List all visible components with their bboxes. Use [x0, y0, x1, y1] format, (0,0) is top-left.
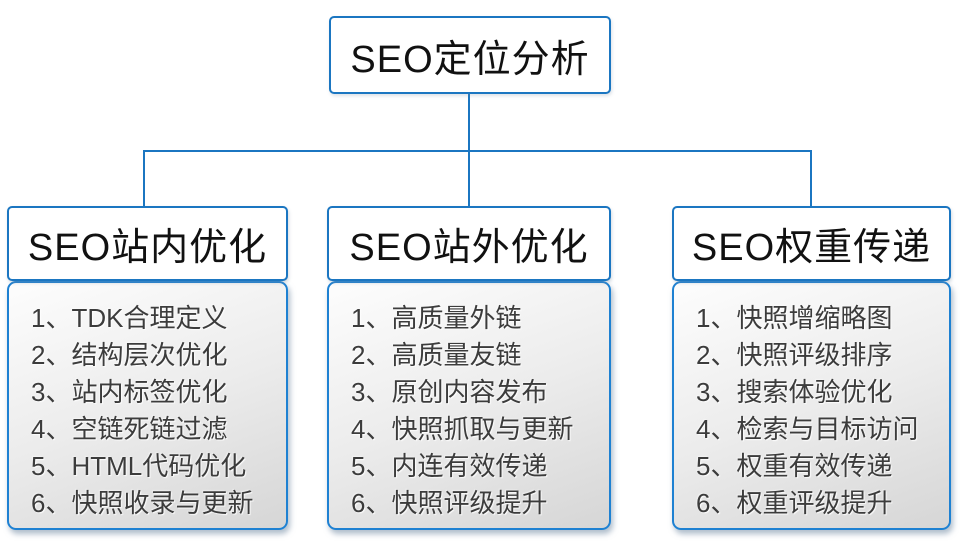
- root-node: SEO定位分析: [329, 16, 611, 94]
- branch-title: SEO站外优化: [349, 227, 589, 269]
- list-item: 3、原创内容发布: [351, 377, 548, 407]
- branch-title: SEO站内优化: [27, 227, 268, 269]
- branch-header-onsite: SEO站内优化: [7, 206, 288, 281]
- branch-item-list: 1、TDK合理定义 2、结构层次优化 3、站内标签优化 4、空链死链过滤 5、HTML代…: [9, 283, 286, 522]
- connector-right-vertical: [810, 150, 812, 207]
- branch-offsite-optimization: SEO站外优化 1、高质量外链 2、高质量友链 3、原创内容发布 4、快照抓取与更新 5…: [327, 206, 611, 530]
- list-item: 2、高质量友链: [351, 340, 522, 370]
- list-item: 5、内连有效传递: [351, 451, 548, 481]
- branch-header-weight: SEO权重传递: [672, 206, 951, 281]
- branch-panel-weight: 1、快照增缩略图 2、快照评级排序 3、搜索体验优化 4、检索与目标访问 5、权重有效传…: [672, 281, 951, 530]
- list-item: 4、快照抓取与更新: [351, 414, 574, 444]
- list-item: 3、站内标签优化: [31, 377, 228, 407]
- branch-item-list: 1、高质量外链 2、高质量友链 3、原创内容发布 4、快照抓取与更新 5、内连有效传递 6…: [329, 283, 609, 522]
- list-item: 6、快照收录与更新: [31, 488, 254, 518]
- connector-left-vertical: [143, 150, 145, 207]
- root-node-title: SEO定位分析: [350, 38, 590, 81]
- list-item: 1、TDK合理定义: [31, 303, 228, 333]
- connector-horizontal: [143, 150, 812, 152]
- branch-panel-offsite: 1、高质量外链 2、高质量友链 3、原创内容发布 4、快照抓取与更新 5、内连有效传递 6…: [327, 281, 611, 530]
- list-item: 1、高质量外链: [351, 303, 522, 333]
- list-item: 6、快照评级提升: [351, 488, 548, 518]
- branch-header-offsite: SEO站外优化: [327, 206, 611, 281]
- list-item: 4、空链死链过滤: [31, 414, 228, 444]
- branch-panel-onsite: 1、TDK合理定义 2、结构层次优化 3、站内标签优化 4、空链死链过滤 5、HTML代…: [7, 281, 288, 530]
- list-item: 1、快照增缩略图: [696, 303, 893, 333]
- branch-item-list: 1、快照增缩略图 2、快照评级排序 3、搜索体验优化 4、检索与目标访问 5、权重有效传…: [674, 283, 949, 522]
- list-item: 5、权重有效传递: [696, 451, 893, 481]
- list-item: 2、结构层次优化: [31, 340, 228, 370]
- branch-weight-transfer: SEO权重传递 1、快照增缩略图 2、快照评级排序 3、搜索体验优化 4、检索与目标访…: [672, 206, 951, 530]
- list-item: 4、检索与目标访问: [696, 414, 919, 444]
- list-item: 3、搜索体验优化: [696, 377, 893, 407]
- list-item: 2、快照评级排序: [696, 340, 893, 370]
- list-item: 5、HTML代码优化: [31, 451, 247, 481]
- list-item: 6、权重评级提升: [696, 488, 893, 518]
- branch-title: SEO权重传递: [691, 227, 932, 269]
- branch-onsite-optimization: SEO站内优化 1、TDK合理定义 2、结构层次优化 3、站内标签优化 4、空链死链过…: [7, 206, 288, 530]
